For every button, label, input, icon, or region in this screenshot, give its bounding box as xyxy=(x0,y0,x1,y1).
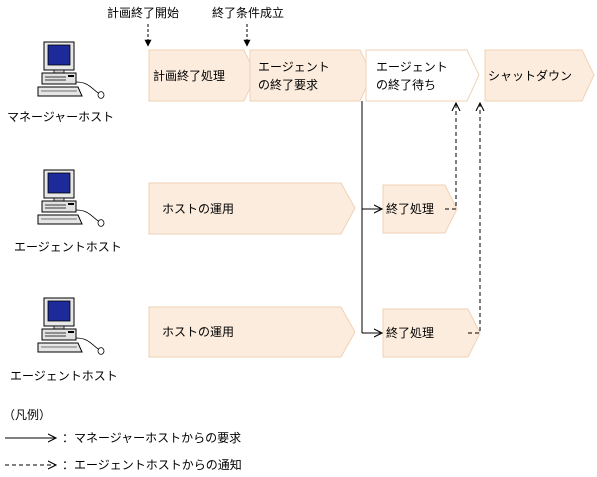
step-agent-end-wait-label-2: の終了待ち xyxy=(376,77,436,92)
step-host-operation-1-label: ホストの運用 xyxy=(162,202,234,216)
step-host-operation-2-label: ホストの運用 xyxy=(162,325,234,339)
notify-arrow-agent-2 xyxy=(468,103,480,334)
step-host-operation-1 xyxy=(148,182,356,235)
step-plan-end-processing-label: 計画終了処理 xyxy=(153,68,225,83)
trigger-plan-end-start: 計画終了開始 xyxy=(107,5,179,20)
step-shutdown-label: シャットダウン xyxy=(488,68,572,83)
step-end-processing-1 xyxy=(382,184,458,234)
legend-title: （凡例） xyxy=(3,408,51,422)
host-label-manager: マネージャーホスト xyxy=(7,110,114,124)
legend-solid-label: ：マネージャーホストからの要求 xyxy=(62,431,241,445)
step-agent-end-wait xyxy=(365,49,480,102)
host-label-agent-1: エージェントホスト xyxy=(14,240,122,254)
step-agent-end-request-label-1: エージェント xyxy=(258,60,330,74)
agent-computer-icon-2 xyxy=(37,297,105,355)
step-end-processing-2 xyxy=(382,308,481,358)
host-label-agent-2: エージェントホスト xyxy=(10,369,118,383)
step-agent-end-request-label-2: の終了要求 xyxy=(258,77,318,92)
step-end-processing-2-label: 終了処理 xyxy=(386,325,434,340)
step-agent-end-request xyxy=(249,49,373,102)
step-agent-end-wait-label-1: エージェント xyxy=(376,60,448,74)
step-end-processing-1-label: 終了処理 xyxy=(386,201,434,216)
legend-dashed-label: ：エージェントホストからの通知 xyxy=(62,458,242,472)
notify-arrow-agent-1 xyxy=(445,103,456,210)
step-shutdown xyxy=(484,49,595,102)
step-host-operation-2 xyxy=(148,306,356,358)
trigger-end-condition-met: 終了条件成立 xyxy=(212,5,284,20)
agent-computer-icon-1 xyxy=(37,169,105,227)
manager-computer-icon xyxy=(37,41,105,99)
